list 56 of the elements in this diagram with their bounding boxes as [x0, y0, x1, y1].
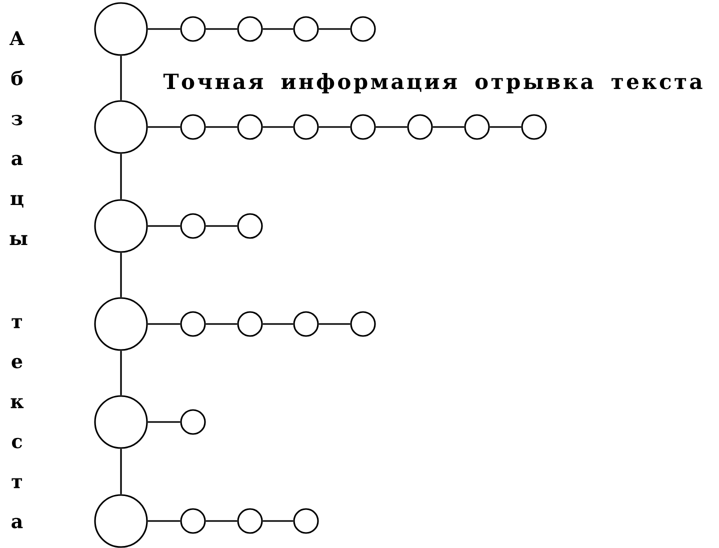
small-circle	[521, 114, 547, 140]
small-circle	[180, 114, 206, 140]
connector-line	[148, 225, 180, 227]
connector-line	[120, 56, 122, 100]
connector-line	[376, 126, 408, 128]
small-circle	[293, 114, 319, 140]
large-circle	[94, 297, 148, 351]
small-circle	[237, 508, 263, 534]
connector-line	[206, 323, 238, 325]
vertical-text: текста	[10, 318, 24, 528]
connector-line	[148, 421, 180, 423]
caption-text: Точная информация отрывка текста	[163, 73, 702, 94]
connector-line	[148, 520, 180, 522]
small-circle	[237, 16, 263, 42]
connector-line	[206, 520, 238, 522]
small-circle	[350, 311, 376, 337]
connector-line	[318, 126, 350, 128]
connector-line	[262, 28, 294, 30]
small-circle	[180, 213, 206, 239]
large-circle	[94, 395, 148, 449]
small-circle	[293, 311, 319, 337]
small-circle	[407, 114, 433, 140]
connector-line	[148, 28, 180, 30]
connector-line	[120, 350, 122, 396]
large-circle	[94, 494, 148, 548]
small-circle	[180, 508, 206, 534]
connector-line	[318, 323, 350, 325]
connector-line	[318, 28, 350, 30]
vertical-text: Абзацы	[9, 31, 28, 246]
small-circle	[293, 508, 319, 534]
small-circle	[237, 311, 263, 337]
connector-line	[206, 225, 238, 227]
small-circle	[180, 311, 206, 337]
connector-line	[148, 126, 180, 128]
connector-line	[262, 520, 294, 522]
connector-line	[148, 323, 180, 325]
small-circle	[350, 16, 376, 42]
connector-line	[206, 28, 238, 30]
large-circle	[94, 100, 148, 154]
small-circle	[464, 114, 490, 140]
connector-line	[206, 126, 238, 128]
large-circle	[94, 2, 148, 56]
large-circle	[94, 199, 148, 253]
small-circle	[180, 16, 206, 42]
small-circle	[237, 114, 263, 140]
small-circle	[293, 16, 319, 42]
small-circle	[180, 409, 206, 435]
connector-line	[490, 126, 522, 128]
connector-line	[432, 126, 464, 128]
connector-line	[262, 323, 294, 325]
connector-line	[120, 448, 122, 494]
connector-line	[120, 252, 122, 298]
small-circle	[237, 213, 263, 239]
connector-line	[120, 154, 122, 200]
small-circle	[350, 114, 376, 140]
connector-line	[262, 126, 294, 128]
